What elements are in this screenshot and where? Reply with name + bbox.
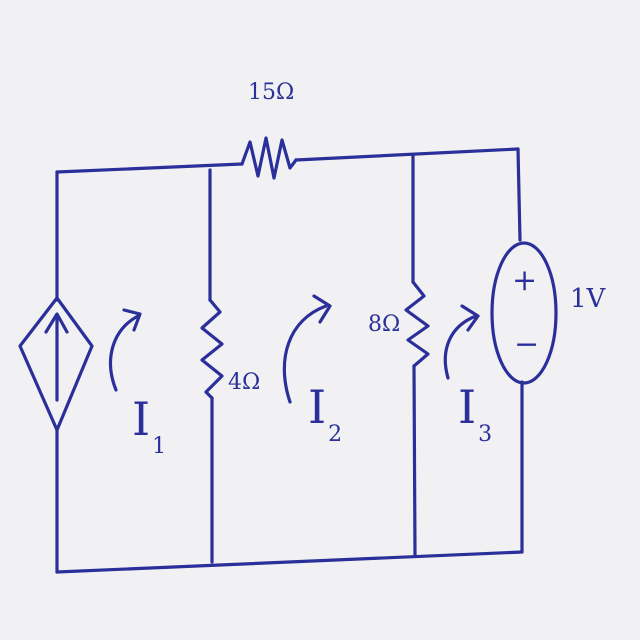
mesh-1-arrow-head xyxy=(122,308,142,332)
mesh-2-label: I2 xyxy=(308,384,342,446)
resistor-8-zigzag xyxy=(404,280,430,368)
mesh-2-subscript: 2 xyxy=(328,422,343,447)
resistor-8-label: 8Ω xyxy=(368,312,401,337)
dependent-source-arrow-head xyxy=(44,312,69,334)
dependent-current-source-diamond xyxy=(18,296,94,432)
mesh-1-arrow xyxy=(108,314,140,392)
resistor-15-label: 15Ω xyxy=(248,80,295,105)
top-wire-left xyxy=(55,162,244,174)
mesh-3-subscript: 3 xyxy=(478,422,493,447)
resistor-4-label: 4Ω xyxy=(228,370,261,395)
branch-8-wire-bottom xyxy=(412,364,417,557)
source-plus-sign: + xyxy=(512,263,538,298)
mesh-1-label: I1 xyxy=(132,396,166,458)
mesh-2-symbol: I xyxy=(308,380,327,434)
voltage-source-label: 1V xyxy=(570,284,606,314)
mesh-2-arrow-head xyxy=(312,294,332,324)
top-wire-right xyxy=(294,147,520,162)
mesh-3-arrow-head xyxy=(460,304,480,332)
mesh-1-symbol: I xyxy=(132,392,151,446)
mesh-3-arrow xyxy=(443,314,478,380)
source-minus-sign: − xyxy=(514,327,540,362)
mesh-3-symbol: I xyxy=(458,380,477,434)
voltage-source-circle xyxy=(490,241,558,385)
bottom-wire xyxy=(55,550,524,574)
resistor-4-zigzag xyxy=(200,298,224,400)
resistor-15-zigzag xyxy=(240,136,298,180)
mesh-3-label: I3 xyxy=(458,384,492,446)
mesh-2-arrow xyxy=(282,304,328,404)
mesh-1-subscript: 1 xyxy=(152,434,167,459)
right-wire-upper xyxy=(516,147,522,242)
